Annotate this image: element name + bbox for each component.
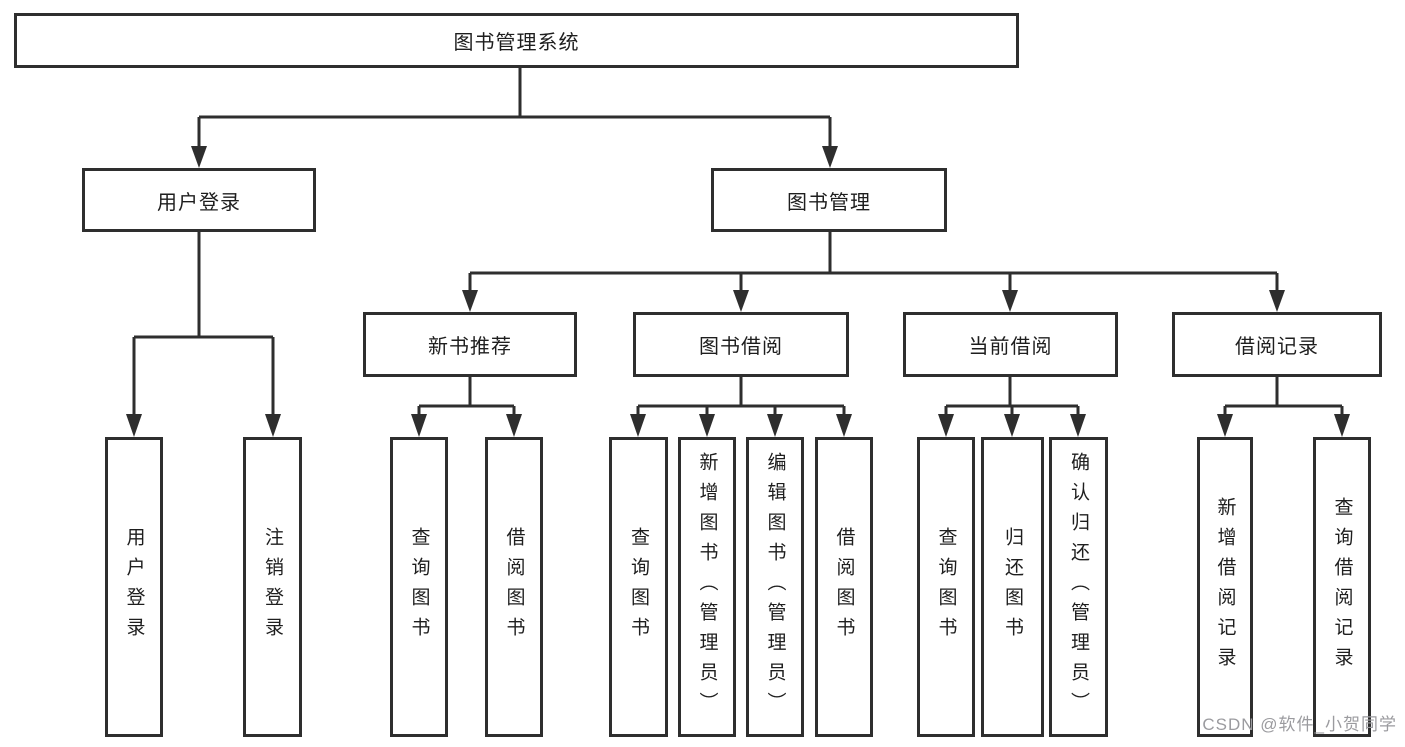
connector-line [132,232,275,414]
node-label: 新书推荐 [428,336,512,358]
node-label: 查询图书 [408,527,430,647]
node-leaf-edit-book-admin: 编辑图书（管理员） [746,437,804,737]
node-label: 借阅图书 [503,527,525,647]
node-leaf-query-books: 查询图书 [390,437,448,737]
node-label: 查询借阅记录 [1331,497,1353,677]
connector-line [944,377,1080,414]
node-label: 新增借阅记录 [1214,497,1236,677]
arrow-down-icon [836,414,852,437]
arrow-down-icon [767,414,783,437]
node-leaf-borrow-books: 借阅图书 [485,437,543,737]
node-borrowing-records: 借阅记录 [1172,312,1382,377]
node-user-login: 用户登录 [82,168,316,232]
node-label: 注销登录 [262,527,283,647]
node-label: 查询图书 [935,527,957,647]
node-leaf-logout: 注销登录 [243,437,302,737]
connector-root-branch [191,68,838,168]
node-book-management: 图书管理 [711,168,947,232]
node-leaf-add-book-admin: 新增图书（管理员） [678,437,736,737]
connector-current-borrow-branch [938,377,1086,437]
node-leaf-user-login: 用户登录 [105,437,163,737]
arrow-down-icon [822,146,838,168]
arrow-down-icon [699,414,715,437]
node-label: 用户登录 [157,191,241,214]
connector-line [636,377,846,414]
connector-line [417,377,516,414]
connector-line [197,68,832,146]
node-label: 用户登录 [123,527,145,647]
connector-new-book-branch [411,377,522,437]
node-label: 图书管理 [787,191,871,214]
node-label: 当前借阅 [968,336,1053,358]
arrow-down-icon [1334,414,1350,437]
node-label: 借阅图书 [833,527,855,647]
connector-borrow-records-branch [1217,377,1350,437]
arrow-down-icon [1217,414,1233,437]
connector-line [1223,377,1344,414]
node-leaf-add-borrow-record: 新增借阅记录 [1197,437,1253,737]
arrow-down-icon [506,414,522,437]
arrow-down-icon [462,290,478,312]
arrow-down-icon [1002,290,1018,312]
node-label: 借阅记录 [1235,336,1319,358]
arrow-down-icon [411,414,427,437]
node-current-borrowing: 当前借阅 [903,312,1118,377]
arrow-down-icon [938,414,954,437]
node-book-borrowing: 图书借阅 [633,312,849,377]
node-leaf-confirm-return-admin: 确认归还（管理员） [1049,437,1108,737]
node-label: 查询图书 [628,527,649,647]
node-label: 归还图书 [1002,527,1023,647]
node-label: 图书管理系统 [453,32,580,54]
csdn-watermark: CSDN @软件_小贺同学 [1202,715,1397,734]
node-leaf-borrow-books: 借阅图书 [815,437,873,737]
node-leaf-return-books: 归还图书 [981,437,1044,737]
arrow-down-icon [1269,290,1285,312]
node-label: 新增图书（管理员） [696,452,718,722]
arrow-down-icon [630,414,646,437]
node-root-system: 图书管理系统 [14,13,1019,68]
arrow-down-icon [1070,414,1086,437]
node-leaf-query-books: 查询图书 [917,437,975,737]
node-new-book-recommend: 新书推荐 [363,312,577,377]
node-label: 编辑图书（管理员） [764,452,786,722]
node-leaf-query-books: 查询图书 [609,437,668,737]
connector-user-login-branch [126,232,281,437]
node-label: 图书借阅 [699,336,783,358]
connector-line [468,232,1279,290]
arrow-down-icon [126,414,142,437]
connector-book-management-branch [462,232,1285,312]
arrow-down-icon [191,146,207,168]
arrow-down-icon [265,414,281,437]
node-leaf-query-borrow-record: 查询借阅记录 [1313,437,1371,737]
connector-book-borrow-branch [630,377,852,437]
arrow-down-icon [1004,414,1020,437]
node-label: 确认归还（管理员） [1068,452,1089,722]
arrow-down-icon [733,290,749,312]
